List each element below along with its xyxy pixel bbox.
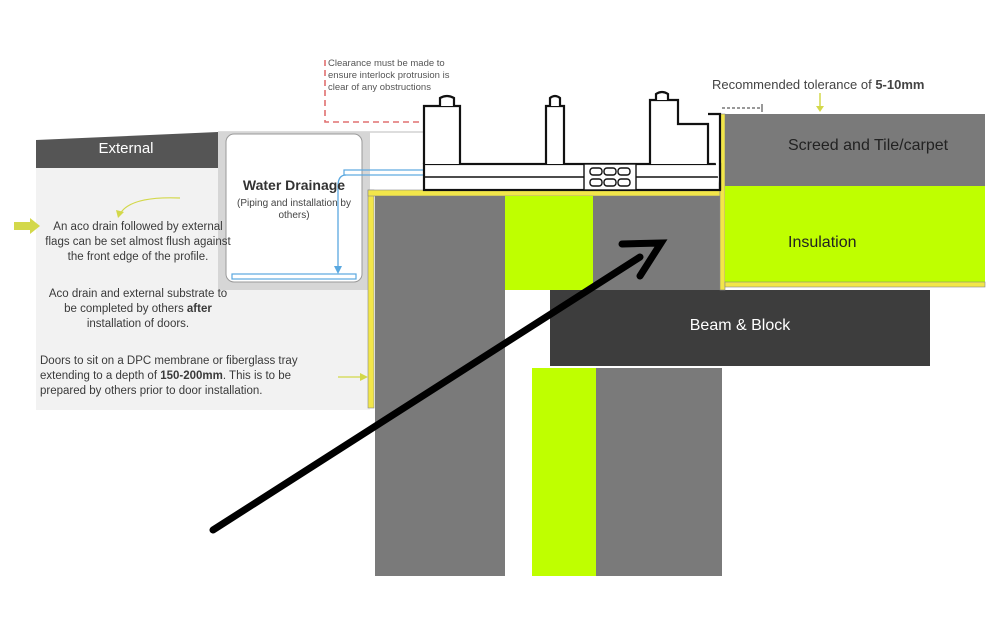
water-drainage-subtitle: (Piping and installation by others): [237, 198, 351, 221]
floor-insulation: [725, 186, 985, 282]
water-drainage-title: Water Drainage: [242, 177, 346, 193]
door-profile: [422, 90, 722, 192]
substrate-note-part1: Aco drain and external substrate to be c…: [48, 288, 228, 315]
external-banner: [36, 132, 218, 168]
screed-label: Screed and Tile/carpet: [788, 137, 949, 154]
dpc-note-bold: 150-200mm: [160, 370, 223, 382]
clearance-note: Clearance must be made to ensure interlo…: [328, 58, 450, 93]
aco-drain-note: An aco drain followed by external flags …: [45, 221, 231, 263]
cavity-insulation-lower: [532, 368, 596, 576]
drain-pipe-arrowhead: [334, 266, 342, 274]
drain-channel-inner: [225, 133, 363, 283]
drain-pipe: [337, 174, 347, 270]
thermal-break: [583, 163, 637, 191]
tolerance-label: Recommended tolerance of 5-10mm: [712, 77, 924, 92]
beam-and-block: [550, 290, 930, 366]
screed-layer: [725, 114, 985, 186]
substrate-note-bold: after: [186, 303, 212, 315]
substrate-note: Aco drain and external substrate to be c…: [44, 287, 232, 332]
drain-base-hatch: [231, 273, 357, 280]
large-black-arrowhead-icon: [618, 239, 668, 280]
aco-drain-pointer: [119, 197, 181, 215]
beam-block-label: Beam & Block: [689, 317, 791, 334]
substrate-note-part2: installation of doors.: [86, 318, 190, 330]
dpc-note-part2: . This is to be prepared by others prior…: [40, 370, 292, 397]
dpc-tray-upstand: [367, 189, 375, 409]
tolerance-arrowhead-icon: [816, 106, 824, 112]
insulation-label: Insulation: [788, 234, 857, 251]
tolerance-prefix: Recommended tolerance of: [712, 77, 876, 92]
floor-dpm: [724, 281, 986, 288]
inner-wall-block: [596, 368, 722, 576]
yellow-pointer-arrow-icon: [14, 218, 40, 234]
cavity-insulation-top: [505, 196, 593, 290]
dpc-note-part1: Doors to sit on a DPC membrane or fiberg…: [40, 355, 298, 382]
tolerance-value: 5-10mm: [875, 77, 925, 92]
large-black-arrow: [209, 253, 644, 534]
dpc-pointer-head-icon: [360, 373, 368, 381]
dpc-note: Doors to sit on a DPC membrane or fiberg…: [40, 354, 340, 399]
external-label: External: [98, 140, 154, 157]
aco-drain-pointer-head-icon: [116, 210, 124, 218]
clearance-marker: [324, 60, 420, 123]
